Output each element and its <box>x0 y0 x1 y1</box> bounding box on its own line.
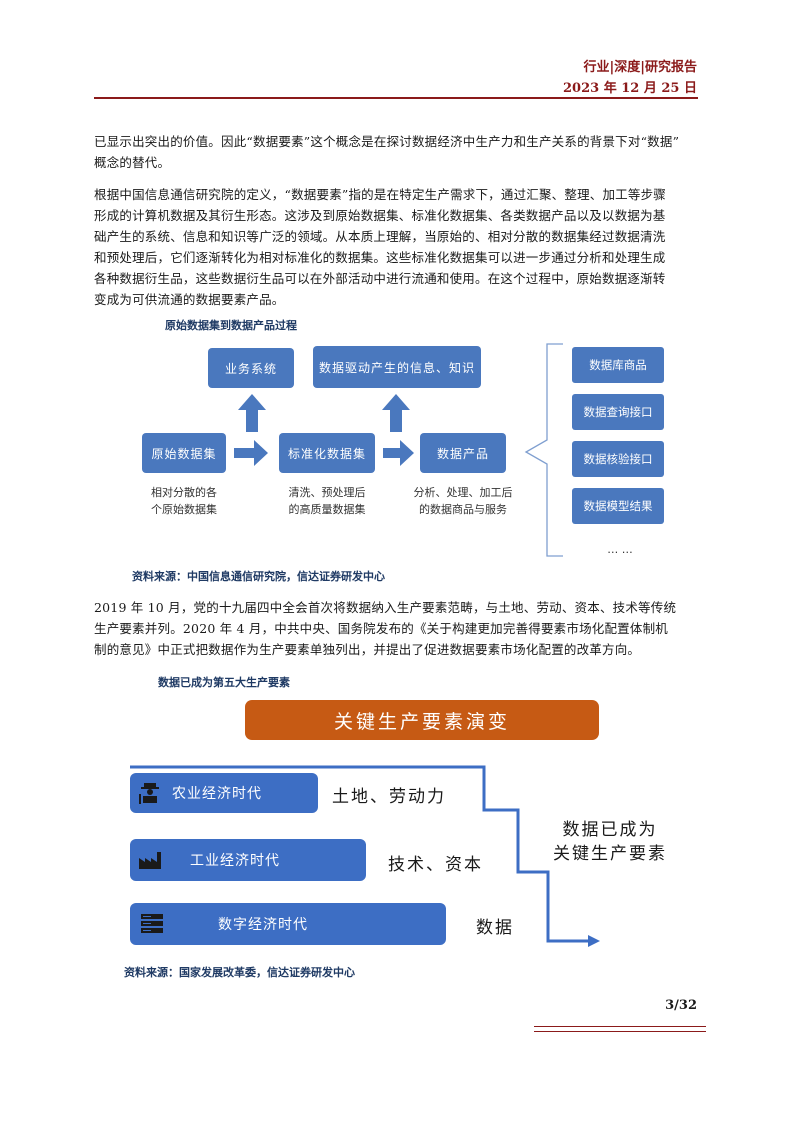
era-label: 工业经济时代 <box>190 853 280 869</box>
report-date: 2023 年 12 月 25 日 <box>563 81 697 96</box>
report-category: 行业|深度|研究报告 <box>583 60 698 75</box>
right-arrow-icon <box>234 440 268 466</box>
factor-land-labor: 土地、劳动力 <box>332 787 446 807</box>
paragraph-line: 2019 年 10 月，党的十九届四中全会首次将数据纳入生产要素范畴，与土地、劳… <box>94 600 677 615</box>
conclusion-text: 数据已成为 关键生产要素 <box>553 820 667 864</box>
staircase-line <box>130 765 592 943</box>
era-industry: 工业经济时代 <box>130 839 366 881</box>
paragraph-2: 根据中国信息通信研究院的定义，“数据要素”指的是在特定生产需求下，通过汇聚、整理… <box>94 184 700 310</box>
data-product-note: 分析、处理、加工后 的数据商品与服务 <box>413 486 513 516</box>
figure1-source: 资料来源：中国信息通信研究院，信达证券研发中心 <box>132 570 385 583</box>
figure2-caption: 数据已成为第五大生产要素 <box>158 676 290 689</box>
right-item-verify: 数据核验接口 <box>572 441 664 477</box>
up-arrow-icon <box>238 394 266 432</box>
raw-dataset-box: 原始数据集 <box>142 433 226 473</box>
era-agriculture: 农业经济时代 <box>130 773 318 813</box>
paragraph-line: 制的意见》中正式把数据作为生产要素单独列出，并提出了促进数据要素市场化配置的改革… <box>94 642 641 657</box>
figure1-caption: 原始数据集到数据产品过程 <box>165 319 297 332</box>
paragraph-1: 已显示出突出的价值。因此“数据要素”这个概念是在探讨数据经济中生产力和生产关系的… <box>94 131 700 173</box>
right-arrow-icon <box>383 440 414 466</box>
data-product-box: 数据产品 <box>420 433 506 473</box>
business-system-box: 业务系统 <box>208 348 294 388</box>
paragraph-line: 变成为可供流通的数据要素产品。 <box>94 292 285 307</box>
factor-tech-capital: 技术、资本 <box>388 855 483 875</box>
era-label: 数字经济时代 <box>218 917 308 933</box>
era-digital: 数字经济时代 <box>130 903 446 945</box>
figure2-source: 资料来源：国家发展改革委，信达证券研发中心 <box>124 966 355 979</box>
paragraph-line: 生产要素并列。2020 年 4 月，中共中央、国务院发布的《关于构建更加完善得要… <box>94 621 668 636</box>
farmer-icon <box>138 782 162 804</box>
ellipsis-text: … … <box>607 543 633 556</box>
right-item-database: 数据库商品 <box>572 347 664 383</box>
standard-dataset-note: 清洗、预处理后 的高质量数据集 <box>288 486 366 516</box>
up-arrow-icon <box>382 394 410 432</box>
evolution-banner: 关键生产要素演变 <box>245 700 599 740</box>
factor-data: 数据 <box>476 918 514 938</box>
paragraph-line: 础产生的系统、信息和知识等广泛的领域。从本质上理解，当原始的、相对分散的数据集经… <box>94 229 666 244</box>
raw-dataset-note: 相对分散的各 个原始数据集 <box>151 486 217 516</box>
page-number: 3/32 <box>665 998 697 1013</box>
paragraph-line: 已显示出突出的价值。因此“数据要素”这个概念是在探讨数据经济中生产力和生产关系的… <box>94 134 680 149</box>
factory-icon <box>138 850 164 870</box>
standard-dataset-box: 标准化数据集 <box>279 433 375 473</box>
right-item-query: 数据查询接口 <box>572 394 664 430</box>
arrow-head-icon <box>588 935 600 947</box>
server-icon <box>140 913 164 935</box>
paragraph-line: 形成的计算机数据及其衍生形态。这涉及到原始数据集、标准化数据集、各类数据产品以及… <box>94 208 666 223</box>
paragraph-3: 2019 年 10 月，党的十九届四中全会首次将数据纳入生产要素范畴，与土地、劳… <box>94 597 700 660</box>
paragraph-line: 根据中国信息通信研究院的定义，“数据要素”指的是在特定生产需求下，通过汇聚、整理… <box>94 187 666 202</box>
header-divider <box>94 97 698 99</box>
info-knowledge-box: 数据驱动产生的信息、知识 <box>313 346 481 388</box>
right-item-model: 数据模型结果 <box>572 488 664 524</box>
era-label: 农业经济时代 <box>172 786 262 802</box>
paragraph-line: 概念的替代。 <box>94 155 171 170</box>
bracket-icon <box>524 343 563 557</box>
footer-divider <box>534 1031 706 1032</box>
paragraph-line: 和预处理后，它们逐渐转化为相对标准化的数据集。这些标准化数据集可以进一步通过分析… <box>94 250 666 265</box>
footer-divider <box>534 1026 706 1027</box>
paragraph-line: 各种数据衍生品，这些数据衍生品可以在外部活动中进行流通和使用。在这个过程中，原始… <box>94 271 666 286</box>
